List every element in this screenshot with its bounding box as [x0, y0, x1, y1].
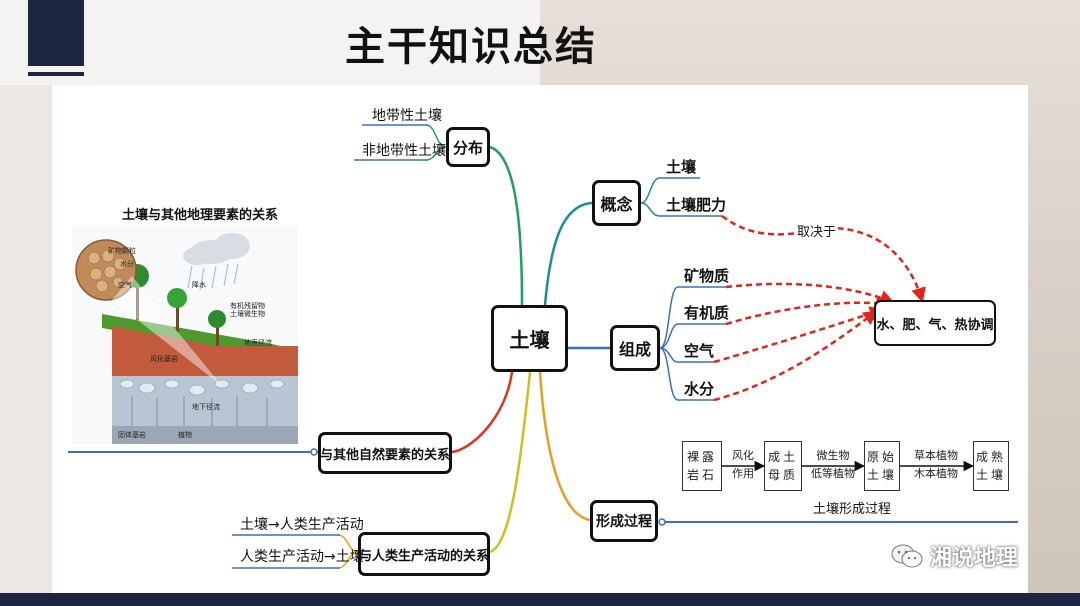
distribution-item-azonal: 非地带性土壤 — [362, 140, 446, 160]
relation-depends-label: 取决于 — [795, 221, 838, 240]
formation-caption: 土壤形成过程 — [813, 498, 891, 517]
node-distribution[interactable]: 分布 — [446, 127, 490, 167]
human-item-human-to-soil: 人类生产活动→土壤 — [240, 546, 364, 566]
formation-step-mature-soil: 成熟土壤 — [973, 441, 1009, 491]
formation-arrow-weathering: 风化作用 — [724, 447, 762, 483]
center-node[interactable]: 土壤 — [491, 305, 568, 372]
formation-step-bare-rock: 裸露岩石 — [682, 441, 722, 491]
soil-illustration: 矿物颗粒 水分 空气 降水 有机残留物 土壤微生物 地表径流 风化基岩 地下径流… — [72, 226, 298, 444]
composition-item-air: 空气 — [684, 340, 714, 361]
node-concept[interactable]: 概念 — [592, 180, 641, 226]
composition-item-organic: 有机质 — [684, 302, 729, 323]
node-formation[interactable]: 形成过程 — [590, 500, 658, 542]
distribution-item-zonal: 地带性土壤 — [372, 105, 442, 125]
branch-concept-line — [545, 203, 592, 305]
concept-item-soil: 土壤 — [666, 156, 696, 177]
concept-item-fertility: 土壤肥力 — [666, 194, 726, 215]
branch-human-line — [490, 372, 530, 552]
node-human-relation[interactable]: 与人类生产活动的关系 — [358, 532, 490, 576]
composition-sub-lines — [660, 287, 678, 400]
watermark-text: 湘说地理 — [930, 540, 1018, 572]
composition-item-mineral: 矿物质 — [684, 265, 729, 286]
branch-natural-line — [452, 372, 512, 452]
node-natural-relation[interactable]: 与其他自然要素的关系 — [318, 432, 452, 474]
formation-arrow-plants: 草本植物木本植物 — [903, 447, 969, 483]
illustration-title: 土壤与其他地理要素的关系 — [122, 204, 278, 223]
branch-distribution-line — [490, 147, 522, 305]
watermark: 湘说地理 — [890, 540, 1018, 572]
human-item-soil-to-human: 土壤→人类生产活动 — [240, 514, 364, 534]
formation-step-primitive-soil: 原始土壤 — [864, 441, 900, 491]
node-composition[interactable]: 组成 — [610, 325, 660, 371]
wechat-icon — [890, 543, 924, 569]
formation-step-parent-material: 成土母质 — [764, 441, 802, 491]
formation-arrow-microbes: 微生物低等植物 — [804, 447, 862, 483]
composition-item-water: 水分 — [684, 378, 714, 399]
concept-sub-line — [641, 178, 660, 216]
node-result[interactable]: 水、肥、气、热协调 — [874, 300, 996, 346]
branch-formation-line — [540, 372, 590, 520]
